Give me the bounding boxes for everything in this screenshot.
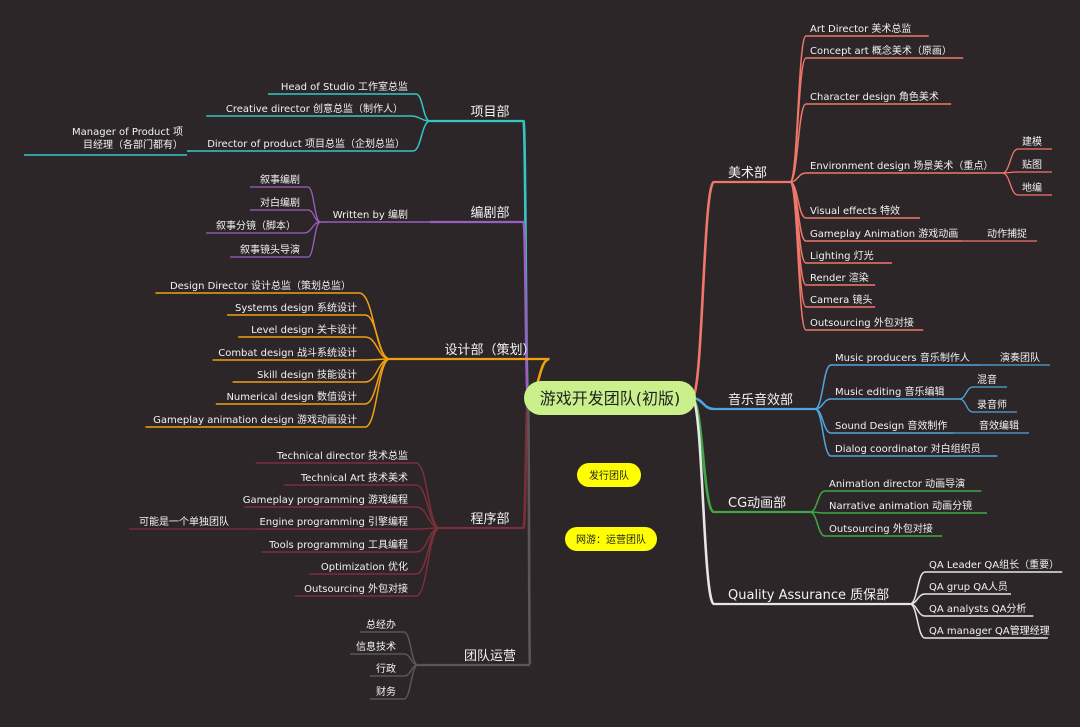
ops-child-link [403,664,419,700]
programming-child-item[interactable]: Technical Art 技术美术 [300,471,408,484]
art-link [690,180,716,400]
art-child-item[interactable]: Camera 镜头 [810,293,872,306]
audio-child-item[interactable]: Sound Design 音效制作 [835,419,947,432]
ops-link [526,396,532,667]
design-child-item[interactable]: Systems design 系统设计 [235,301,357,314]
tag-label[interactable]: 网游：运营团队 [576,533,646,546]
qa-child-item[interactable]: QA analysts QA分析 [929,602,1026,615]
cg-child-link [809,490,826,513]
qa-branch-label[interactable]: Quality Assurance 质保部 [728,588,889,603]
ops-child-item[interactable]: 行政 [376,662,396,675]
art-child-item[interactable]: Art Director 美术总监 [810,22,911,35]
audio-child-item[interactable]: Dialog coordinator 对白组织员 [835,442,981,455]
qa-link [690,396,716,606]
project-child-item[interactable]: Head of Studio 工作室总监 [281,80,408,93]
programming-child-link [415,527,441,597]
audio-sub-item[interactable]: 音效编辑 [979,419,1019,432]
art-child-item[interactable]: Environment design 场景美术（重点） [810,159,993,172]
art-child-link [789,57,807,183]
project-child-item[interactable]: Creative director 创意总监（制作人） [226,102,403,115]
writing-branch-label[interactable]: 编剧部 [470,206,509,221]
audio-child-item[interactable]: Music editing 音乐编辑 [835,385,944,398]
art-sub-item[interactable]: 动作捕捉 [987,227,1027,240]
programming-branch-label[interactable]: 程序部 [470,512,509,527]
qa-child-item[interactable]: QA grup QA人员 [929,581,1008,593]
design-child-link [364,358,391,428]
tag-label[interactable]: 发行团队 [589,469,629,482]
ops-child-item[interactable]: 总经办 [366,618,396,631]
tag-pill[interactable] [565,527,657,551]
writing-sub-item[interactable]: 对白编剧 [260,196,300,209]
programming-sub-item[interactable]: 可能是一个单独团队 [139,515,229,528]
programming-child-item[interactable]: Gameplay programming 游戏编程 [243,493,408,506]
writing-sub-item[interactable]: 叙事编剧 [260,173,300,186]
qa-child-item[interactable]: QA manager QA管理经理 [929,624,1050,637]
art-child-item[interactable]: Concept art 概念美术（原画） [810,44,952,57]
art-sub-link [1002,148,1019,174]
writing-child-item[interactable]: Written by 编剧 [333,208,408,221]
art-child-item[interactable]: Lighting 灯光 [810,249,874,262]
audio-child-link [814,364,832,410]
programming-child-item[interactable]: Optimization 优化 [321,560,408,573]
art-child-item[interactable]: Character design 角色美术 [810,90,939,103]
art-sub-link [1002,172,1019,196]
audio-child-item[interactable]: Music producers 音乐制作人 [835,351,970,364]
cg-child-item[interactable]: Narrative animation 动画分镜 [829,499,972,512]
art-child-item[interactable]: Outsourcing 外包对接 [810,316,914,329]
cg-child-item[interactable]: Animation director 动画导演 [829,477,965,490]
audio-sub-link [959,386,974,400]
writing-sub-link [307,221,321,258]
writing-sub-item[interactable]: 叙事分镜（脚本） [216,219,296,232]
audio-sub-link [959,398,974,413]
design-child-item[interactable]: Skill design 技能设计 [257,368,357,381]
audio-sub-item[interactable]: 混音 [977,373,997,386]
art-child-item[interactable]: Visual effects 特效 [810,204,900,217]
project-child-link [412,120,431,152]
design-child-item[interactable]: Combat design 战斗系统设计 [218,346,357,359]
design-branch-label[interactable]: 设计部（策划） [444,342,535,358]
audio-child-link [814,408,832,457]
project-sub-item[interactable]: Manager of Product 项目经理（各部门都有） [72,126,183,151]
design-child-item[interactable]: Design Director 设计总监（策划总监） [170,279,351,292]
art-child-link [789,103,807,183]
audio-sub-item[interactable]: 演奏团队 [1000,351,1040,364]
programming-child-item[interactable]: Outsourcing 外包对接 [304,582,408,595]
design-child-item[interactable]: Level design 关卡设计 [251,323,357,336]
ops-branch-label[interactable]: 团队运营 [464,649,516,664]
ops-child-item[interactable]: 信息技术 [356,640,396,653]
art-child-link [789,172,807,183]
project-branch-label[interactable]: 项目部 [470,105,509,120]
root-node-label[interactable]: 游戏开发团队(初版) [540,389,681,408]
qa-child-link [909,603,926,639]
programming-child-item[interactable]: Technical director 技术总监 [276,449,408,462]
qa-child-item[interactable]: QA Leader QA组长（重要） [929,558,1059,571]
design-child-item[interactable]: Gameplay animation design 游戏动画设计 [153,413,357,426]
cg-child-item[interactable]: Outsourcing 外包对接 [829,522,933,535]
art-sub-item[interactable]: 建模 [1022,135,1042,148]
audio-branch-label[interactable]: 音乐音效部 [728,392,793,408]
project-child-item[interactable]: Director of product 项目总监（企划总监） [207,137,405,150]
programming-child-item[interactable]: Tools programming 工具编程 [268,538,408,551]
cg-child-link [809,511,826,537]
ops-child-item[interactable]: 财务 [376,685,396,698]
root-node[interactable] [524,381,696,415]
programming-child-item[interactable]: Engine programming 引擎编程 [259,515,408,528]
art-child-item[interactable]: Gameplay Animation 游戏动画 [810,227,958,240]
art-branch-label[interactable]: 美术部 [728,166,767,181]
audio-sub-item[interactable]: 录音师 [977,398,1007,411]
cg-branch-label[interactable]: CG动画部 [728,496,786,511]
art-child-link [789,181,807,331]
art-sub-item[interactable]: 地编 [1022,181,1042,194]
art-child-item[interactable]: Render 渲染 [810,271,869,284]
writing-sub-item[interactable]: 叙事镜头导演 [240,243,300,256]
design-child-item[interactable]: Numerical design 数值设计 [226,390,357,403]
tag-pill[interactable] [577,463,641,487]
art-sub-item[interactable]: 贴图 [1022,158,1042,171]
